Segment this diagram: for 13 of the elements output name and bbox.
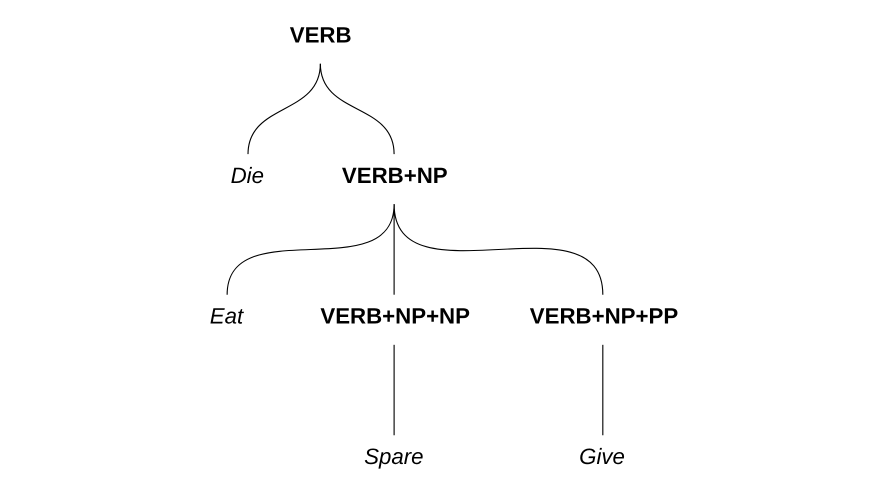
connector [394,204,604,295]
node-text: VERB+NP+PP [530,304,678,329]
node-text: VERB+NP [342,163,448,188]
connector [602,344,604,436]
node-text: VERB [290,22,352,48]
connector [394,344,395,436]
node-text: Die [230,163,264,188]
node-text: Eat [210,304,244,329]
node-text: VERB+NP+NP [320,304,470,329]
node-text: Spare [364,444,424,470]
connector [320,64,395,154]
node-text: Give [579,444,625,470]
connector [247,64,321,154]
